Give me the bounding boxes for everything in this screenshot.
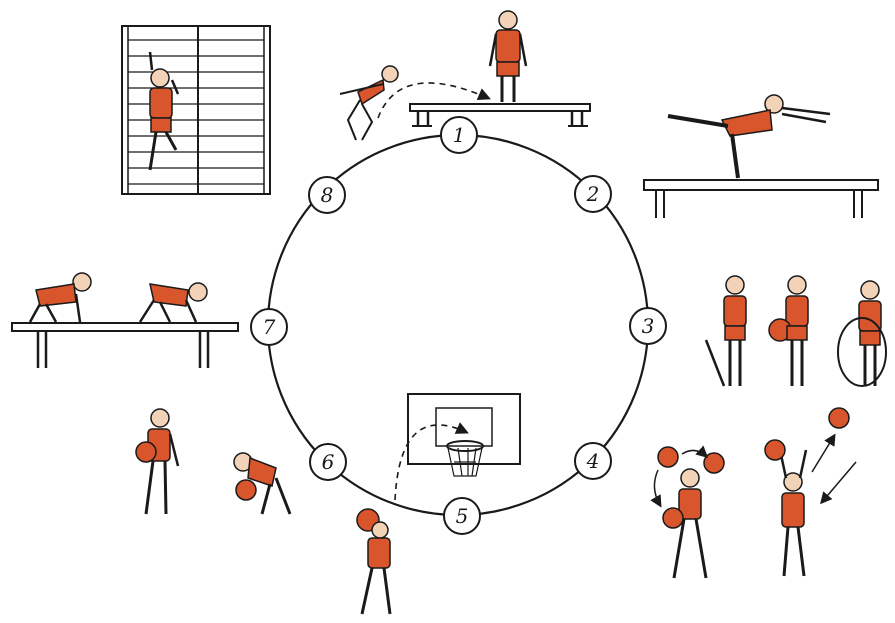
station-marker-7: 7 [250, 308, 288, 346]
figure-with-hoop [837, 280, 887, 387]
crawler-figure-a [28, 272, 92, 323]
station-label-7: 7 [263, 315, 276, 339]
station-marker-1: 1 [440, 116, 478, 154]
station-marker-2: 2 [574, 175, 612, 213]
station-label-3: 3 [642, 314, 655, 338]
shooter-figure [356, 508, 392, 615]
station-marker-8: 8 [308, 176, 346, 214]
station-label-8: 8 [321, 183, 334, 207]
thrower-figure-b [764, 407, 857, 577]
hoop [837, 317, 887, 387]
figure-with-ball [768, 275, 809, 386]
station-marker-5: 5 [443, 497, 481, 535]
wall-bars [121, 25, 271, 195]
station-6-illustration [135, 408, 292, 515]
standing-figure [488, 10, 528, 102]
station-5-illustration [356, 393, 521, 615]
bending-ball-figure [233, 452, 292, 515]
standing-ball-figure [135, 408, 180, 515]
station-label-2: 2 [586, 182, 600, 206]
backboard [407, 393, 521, 465]
hoop-rim [446, 440, 484, 452]
bench [409, 103, 591, 112]
jumper-figure [339, 65, 399, 141]
figure-with-stick [704, 275, 747, 387]
station-label-5: 5 [456, 504, 469, 528]
beam [643, 179, 879, 191]
thrower-figure-a [650, 445, 725, 579]
station-label-4: 4 [586, 449, 600, 473]
station-7-illustration [11, 272, 239, 368]
climber-figure [148, 51, 180, 171]
station-marker-6: 6 [309, 443, 347, 481]
station-3-illustration [704, 275, 887, 387]
station-8-illustration [121, 25, 271, 195]
station-4-illustration [650, 407, 857, 579]
bench [11, 322, 239, 332]
crawler-figure-b [138, 282, 208, 323]
station-marker-4: 4 [574, 442, 612, 480]
station-label-1: 1 [453, 123, 466, 147]
station-1-illustration [339, 10, 591, 141]
net [447, 447, 483, 477]
balancing-figure [667, 94, 831, 179]
station-2-illustration [643, 94, 879, 218]
station-marker-3: 3 [629, 307, 667, 345]
station-label-6: 6 [322, 450, 335, 474]
